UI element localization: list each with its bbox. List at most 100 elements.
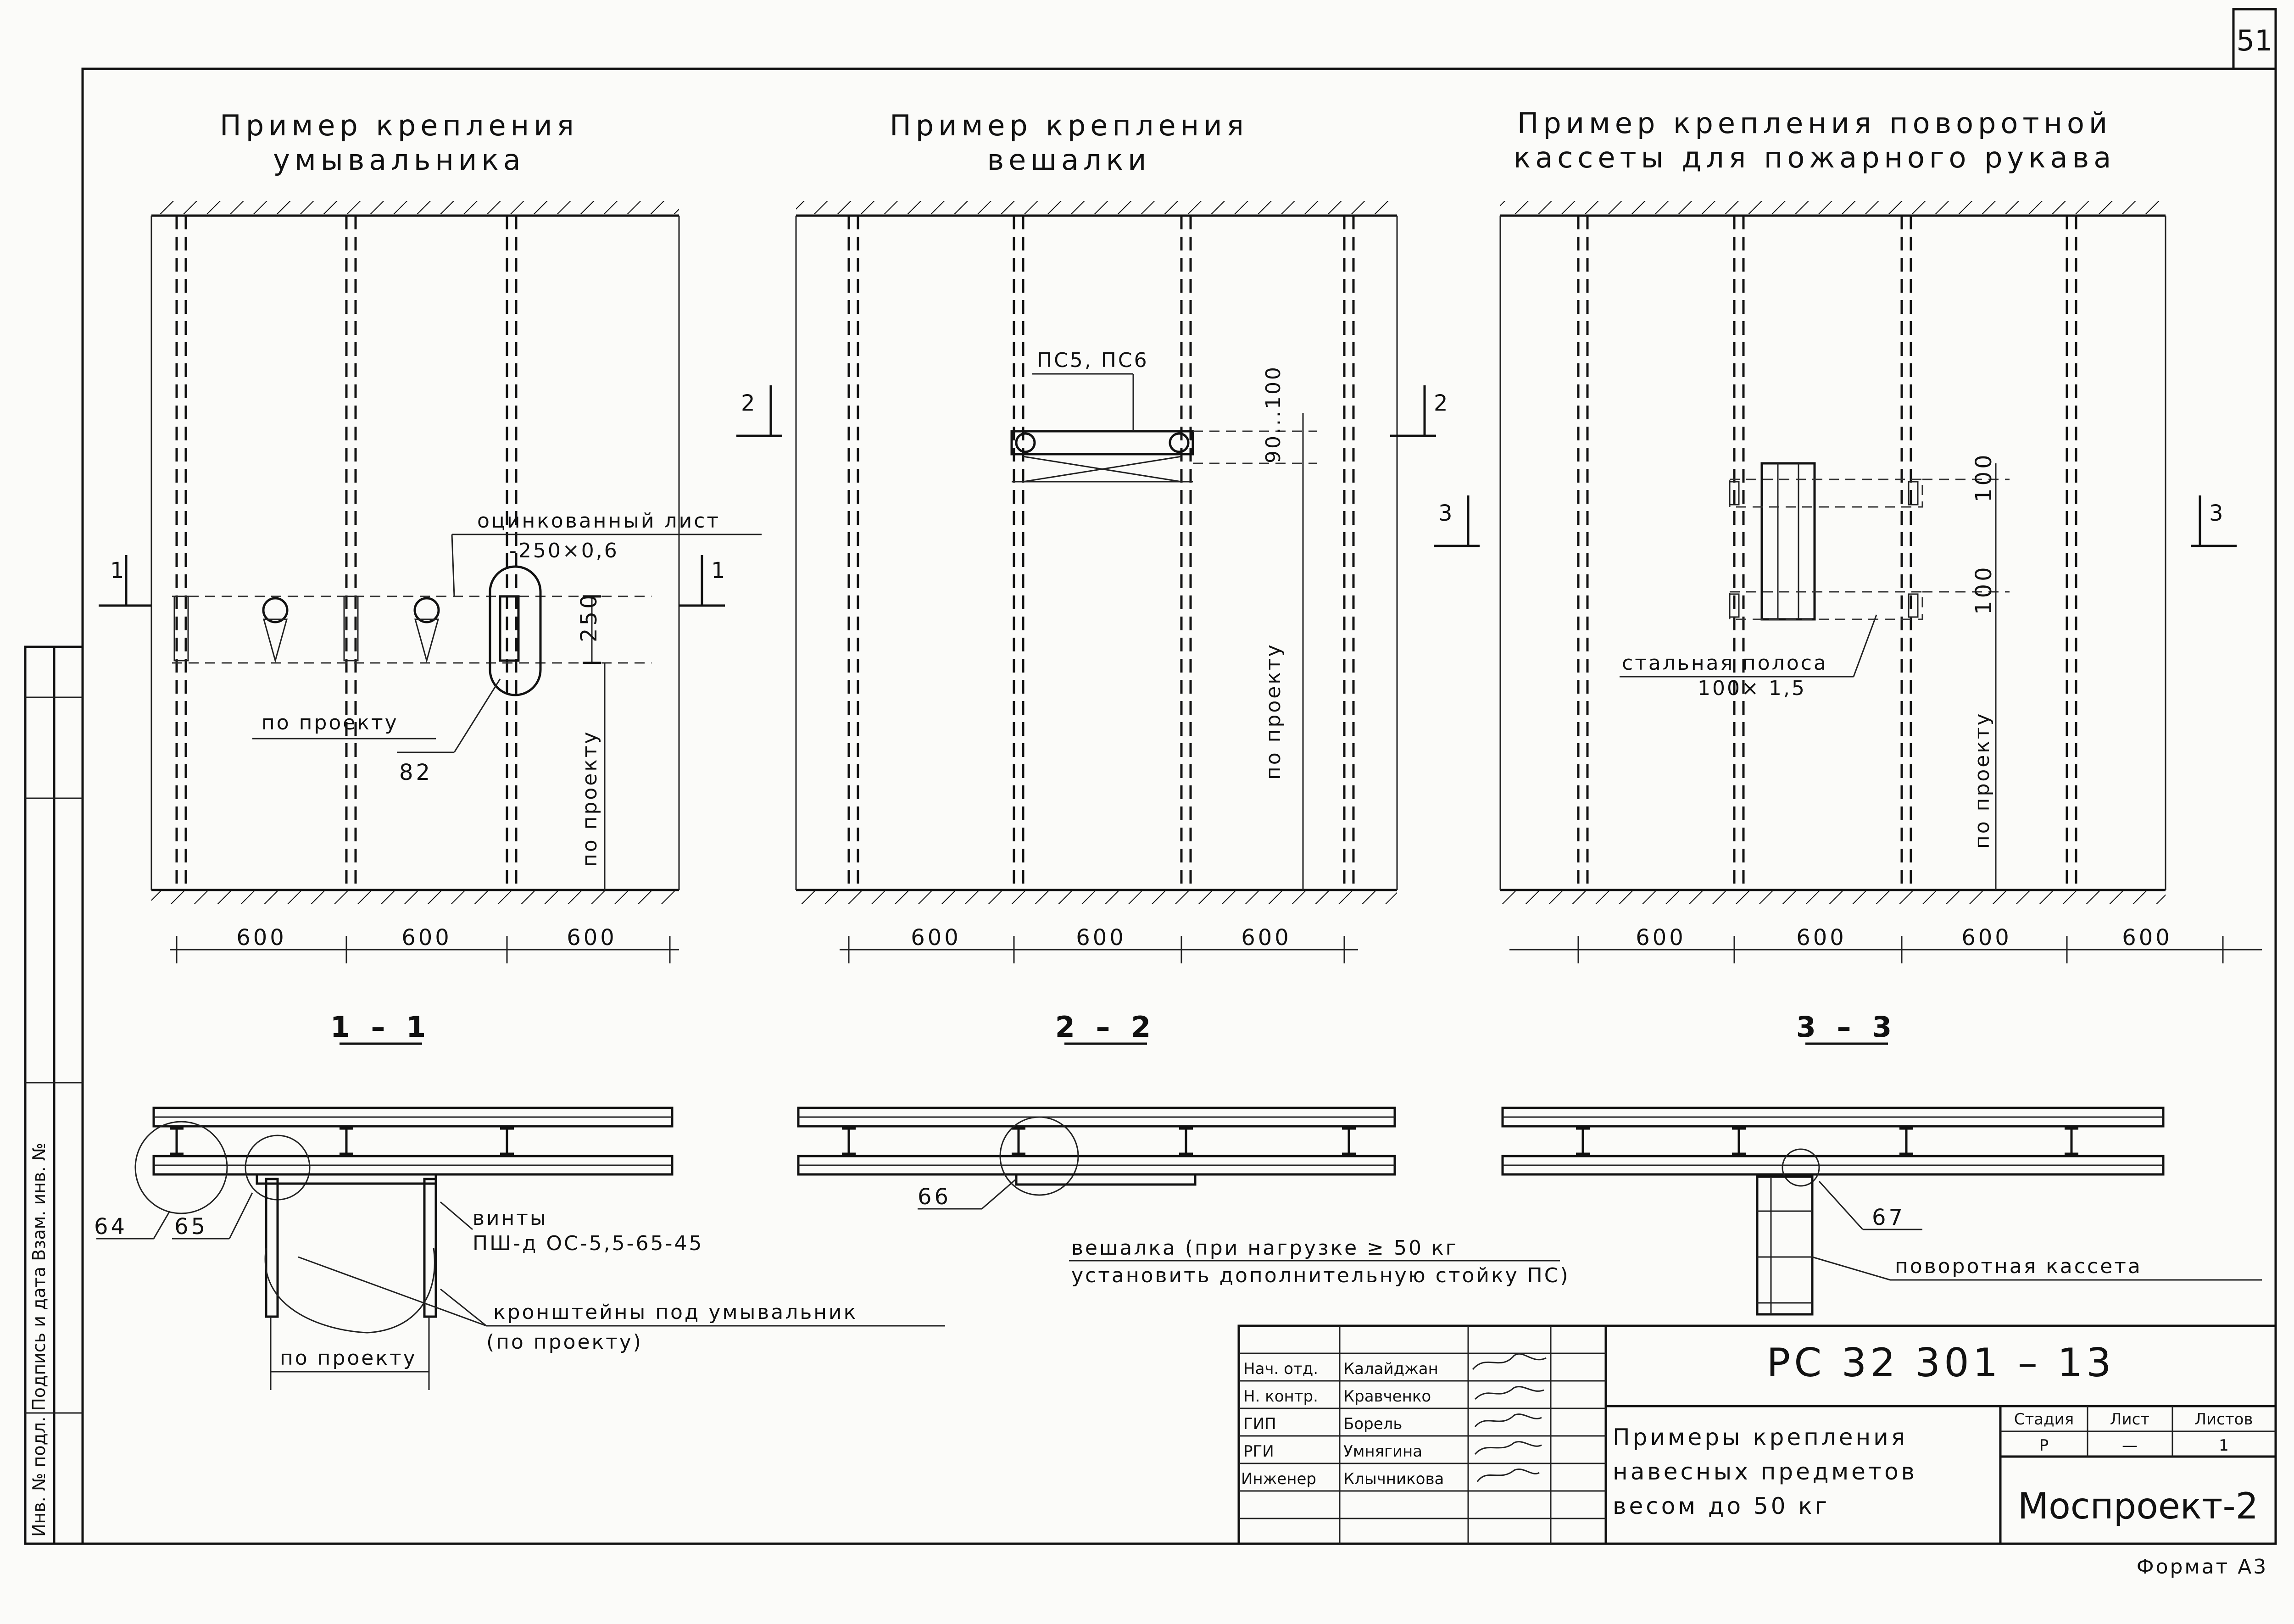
cut-mark-3-right: 3 (2209, 501, 2226, 526)
cut-mark-2-left: 2 (741, 390, 758, 416)
tb-role-3: ГИП (1243, 1415, 1276, 1433)
cut-mark-1-right: 1 (711, 558, 728, 584)
tb-role-5: Инженер (1241, 1470, 1316, 1488)
label-steel-strip-size: 100× 1,5 (1698, 677, 1806, 700)
label-rotary-cassette: поворотная кассета (1895, 1255, 2142, 1278)
view1-title-line1: Пример крепления (220, 109, 579, 142)
floor-hatch (1500, 891, 2166, 904)
tb-name-2: Кравченко (1343, 1387, 1431, 1406)
callout-66: 66 (918, 1184, 951, 1210)
tb-name-5: Клычникова (1343, 1470, 1444, 1488)
ceiling-hatch (1500, 201, 2166, 214)
cut-mark-1-left: 1 (110, 558, 127, 584)
sheet-format: Формат А3 (2137, 1555, 2268, 1579)
label-po-proektu-v: по проекту (1971, 712, 1994, 849)
section-1-1: 1 – 1 64 65 винты ПШ-д ОС-5,5-65-45 крон… (94, 1010, 945, 1390)
dim-600: 600 (1076, 925, 1126, 951)
dim-600: 600 (401, 925, 452, 951)
view3-title-line1: Пример крепления поворотной (1517, 106, 2112, 140)
detail-82-outline (489, 565, 542, 696)
section-1-label: 1 – 1 (330, 1010, 431, 1044)
stud-profiles (170, 1127, 514, 1155)
view2-title-line1: Пример крепления (890, 109, 1248, 142)
section-3-label: 3 – 3 (1796, 1010, 1897, 1044)
tb-role-1: Нач. отд. (1243, 1360, 1318, 1378)
view2-title-line2: вешалки (987, 143, 1151, 177)
signatures (1472, 1353, 1547, 1482)
label-po-proektu-v: по проекту (1262, 643, 1285, 780)
cut-mark-3-left: 3 (1438, 501, 1455, 526)
side-stamp-text: Инв. № подл. Подпись и дата Взам. инв. № (29, 1143, 49, 1537)
tb-role-4: РГИ (1243, 1442, 1274, 1461)
callout-82: 82 (399, 760, 433, 785)
view-hanger: Пример крепления вешалки ПС5, ПС6 (736, 109, 1451, 963)
tb-sheet-value: — (2122, 1436, 2138, 1455)
ceiling-hatch (151, 201, 679, 214)
cut-mark-2-right: 2 (1434, 390, 1451, 416)
floor-hatch (151, 891, 679, 904)
studs (175, 216, 518, 890)
dim-250: 250 (576, 592, 602, 642)
dim-600: 600 (1241, 925, 1292, 951)
view3-title-line2: кассеты для пожарного рукава (1514, 141, 2116, 174)
view1-title-line2: умывальника (273, 143, 525, 177)
tb-stage-value: Р (2039, 1436, 2049, 1455)
label-po-proektu-v: по проекту (578, 730, 601, 867)
stud-profiles (842, 1127, 1356, 1155)
callout-65: 65 (174, 1214, 208, 1240)
ceiling-hatch (796, 201, 1397, 214)
callout-67: 67 (1872, 1205, 1905, 1230)
dim-600: 600 (236, 925, 287, 951)
note-hanger-line2: установить дополнительную стойку ПС) (1071, 1264, 1570, 1287)
tb-role-2: Н. контр. (1243, 1387, 1318, 1406)
label-galvanized-sheet: оцинкованный лист (477, 509, 720, 533)
doc-code: РС 32 301 – 13 (1766, 1340, 2115, 1386)
label-sheet-size: -250×0,6 (509, 539, 619, 562)
label-brackets-note: (по проекту) (486, 1330, 643, 1354)
label-screws-spec: ПШ-д ОС-5,5-65-45 (473, 1232, 703, 1255)
dim-90-100: 90...100 (1262, 365, 1285, 463)
label-brackets: кронштейны под умывальник (493, 1301, 857, 1324)
dim-100-bottom: 100 (1971, 564, 1997, 615)
section-3-3: 3 – 3 67 поворотная кассета (1501, 1010, 2262, 1316)
dim-100-top: 100 (1971, 452, 1997, 502)
dim-600: 600 (1796, 925, 1847, 951)
tb-sheet-header: Лист (2110, 1410, 2149, 1429)
side-stamp: Инв. № подл. Подпись и дата Взам. инв. № (24, 645, 84, 1545)
tb-desc-line1: Примеры крепления (1613, 1424, 1908, 1451)
label-po-proektu: по проекту (280, 1346, 417, 1370)
dim-600: 600 (2122, 925, 2172, 951)
dim-600: 600 (1636, 925, 1686, 951)
tb-sheets-header: Листов (2194, 1410, 2253, 1429)
bracket-symbols (173, 595, 520, 663)
tb-organization: Моспроект-2 (2018, 1486, 2258, 1527)
cassette-body (1729, 462, 1923, 621)
label-screws: винты (473, 1207, 548, 1230)
floor-hatch (796, 891, 1397, 904)
dim-600: 600 (567, 925, 617, 951)
tb-sheets-value: 1 (2219, 1436, 2229, 1455)
tb-name-3: Борель (1343, 1415, 1402, 1433)
sheet-number: 51 (2237, 24, 2273, 57)
callout-64: 64 (94, 1214, 128, 1240)
dim-600: 600 (911, 925, 961, 951)
studs (1577, 216, 2077, 890)
section-2-label: 2 – 2 (1055, 1010, 1156, 1044)
stud-profiles (1576, 1127, 2078, 1155)
tb-name-1: Калайджан (1343, 1360, 1438, 1378)
view-washbasin: Пример крепления умывальника (99, 109, 762, 963)
tb-desc-line3: весом до 50 кг (1613, 1493, 1830, 1519)
tb-desc-line2: навесных предметов (1613, 1458, 1917, 1485)
tb-name-4: Умнягина (1343, 1442, 1422, 1461)
label-ps5-ps6: ПС5, ПС6 (1037, 349, 1149, 372)
view-cassette: Пример крепления поворотной кассеты для … (1434, 106, 2262, 963)
studs (847, 216, 1355, 890)
hanger-profile (1010, 430, 1194, 483)
title-block: Нач. отд. Калайджан Н. контр. Кравченко … (1237, 1324, 2277, 1545)
dim-600: 600 (1961, 925, 2012, 951)
tb-stage-header: Стадия (2014, 1410, 2074, 1429)
label-po-proektu-h: по проекту (262, 711, 399, 734)
label-steel-strip: стальная полоса (1622, 651, 1828, 675)
